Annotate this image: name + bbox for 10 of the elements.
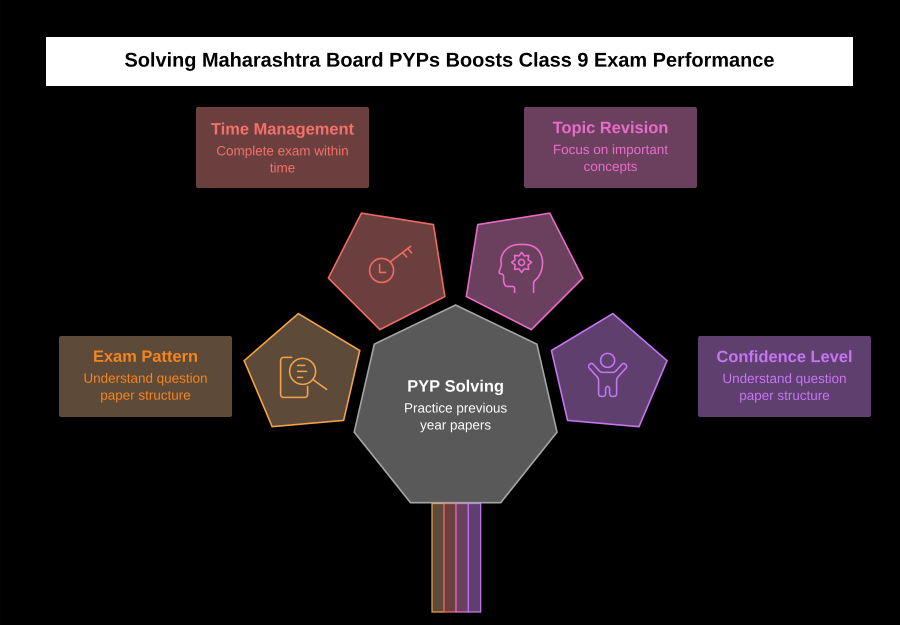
pentagon-badge — [550, 312, 668, 428]
heptagon-box: PYP Solving Practice previous year papers — [353, 304, 558, 504]
info-box: Confidence Level Understand question paper structure — [698, 336, 871, 417]
pentagon-badge — [243, 312, 361, 428]
pentagon-badge — [465, 212, 584, 331]
info-box: Time Management Complete exam within time — [196, 106, 369, 188]
pentagon-badge — [327, 212, 446, 331]
info-box: Topic Revision Focus on important concepts — [524, 106, 697, 188]
title-bar: Solving Maharashtra Board PYPs Boosts Class 9 Exam Performance — [46, 37, 853, 86]
info-box: Exam Pattern Understand question paper structure — [59, 336, 232, 417]
